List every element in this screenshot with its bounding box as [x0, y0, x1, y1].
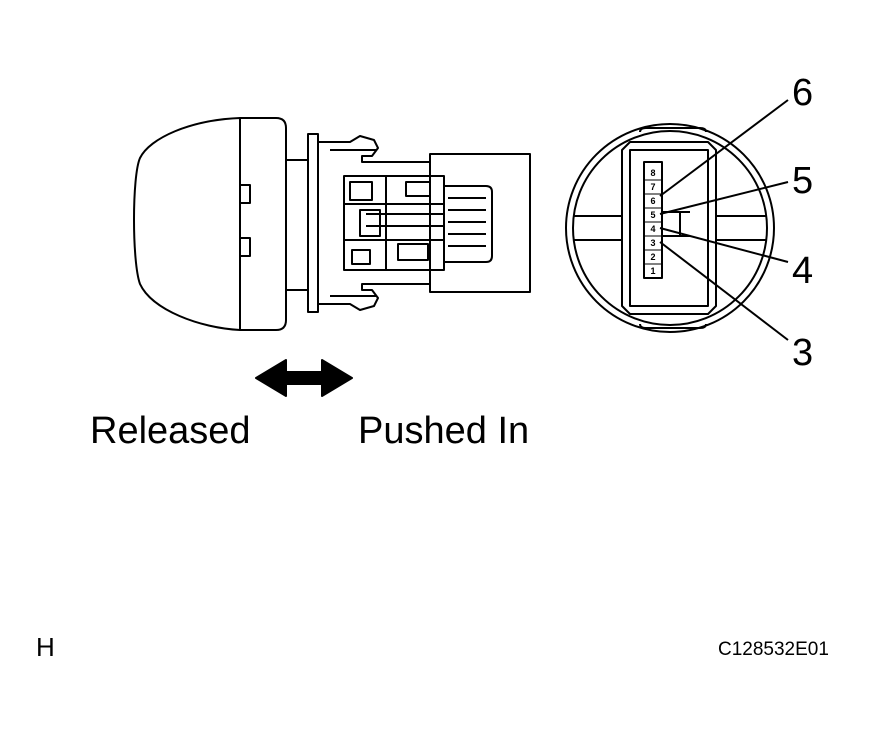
- callout-leaders: [659, 99, 789, 341]
- terminal-numbers: 8 7 6 5 4 3 2 1: [650, 168, 655, 276]
- callout-5: 5: [792, 160, 814, 202]
- corner-letter: H: [36, 632, 55, 662]
- terminal-number: 8: [650, 168, 655, 178]
- terminal-number: 6: [650, 196, 655, 206]
- terminal-number: 1: [650, 266, 655, 276]
- figure-code: C128532E01: [718, 639, 829, 660]
- callout-6: 6: [792, 72, 814, 114]
- terminal-number: 5: [650, 210, 655, 220]
- callout-3: 3: [792, 332, 814, 374]
- terminal-number: 3: [650, 238, 655, 248]
- connector-front-view-icon: [565, 123, 775, 333]
- pushed-in-label: Pushed In: [358, 410, 530, 452]
- terminal-number: 2: [650, 252, 655, 262]
- released-label: Released: [90, 410, 251, 452]
- terminal-number: 7: [650, 182, 655, 192]
- double-arrow-icon: [255, 359, 353, 397]
- callout-4: 4: [792, 250, 814, 292]
- push-switch-side-view-icon: [133, 117, 531, 331]
- terminal-number: 4: [650, 224, 655, 234]
